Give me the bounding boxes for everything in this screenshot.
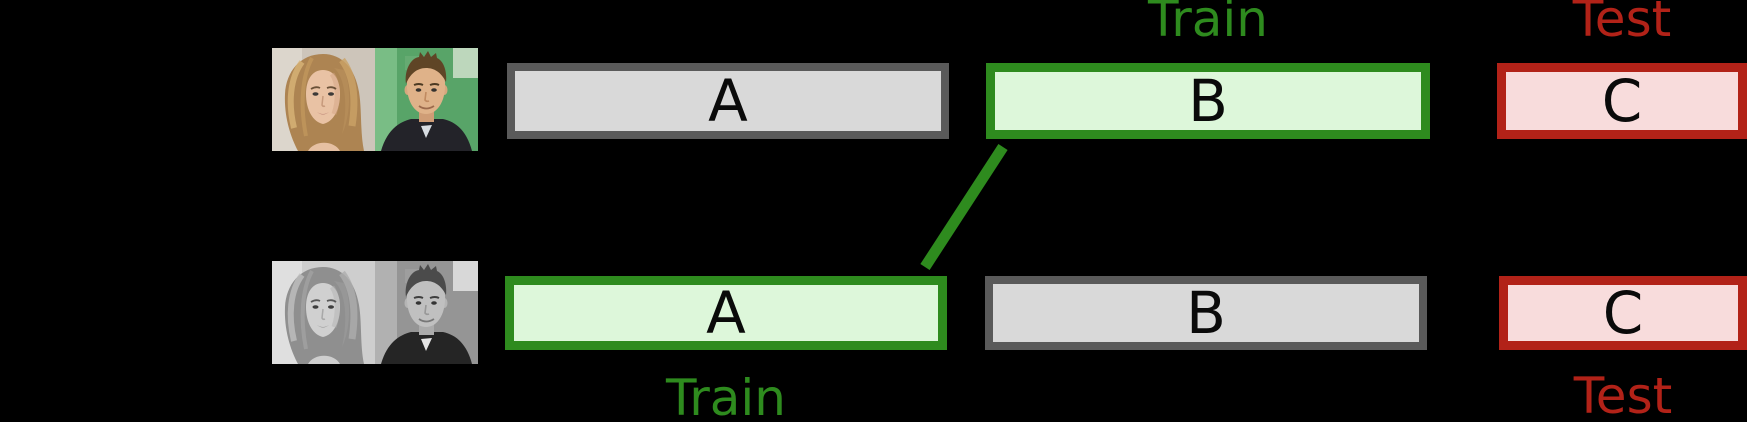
woman-portrait-photo-grayscale [272,261,375,364]
man-portrait-photo-grayscale [375,261,478,364]
bar-a-bottom-label: A [706,279,746,347]
bar-a-top: A [507,63,949,139]
bar-b-bottom: B [985,276,1427,350]
bar-c-bottom-label: C [1602,279,1644,347]
train-label-bottom: Train [666,369,786,422]
man-portrait-photo [375,48,478,151]
test-label-top: Test [1572,0,1672,48]
photo-pair-color [272,48,478,151]
test-label-bottom: Test [1573,367,1673,422]
bar-b-bottom-label: B [1186,279,1226,347]
bar-c-bottom: C [1499,276,1747,350]
bar-b-top-label: B [1188,67,1228,135]
woman-portrait-photo [272,48,375,151]
bar-b-top: B [986,63,1430,139]
bar-c-top-label: C [1601,67,1643,135]
bar-a-bottom: A [505,276,947,350]
train-label-top: Train [1148,0,1268,48]
photo-pair-grayscale [272,261,478,364]
bar-c-top: C [1497,63,1747,139]
bar-a-top-label: A [708,67,748,135]
